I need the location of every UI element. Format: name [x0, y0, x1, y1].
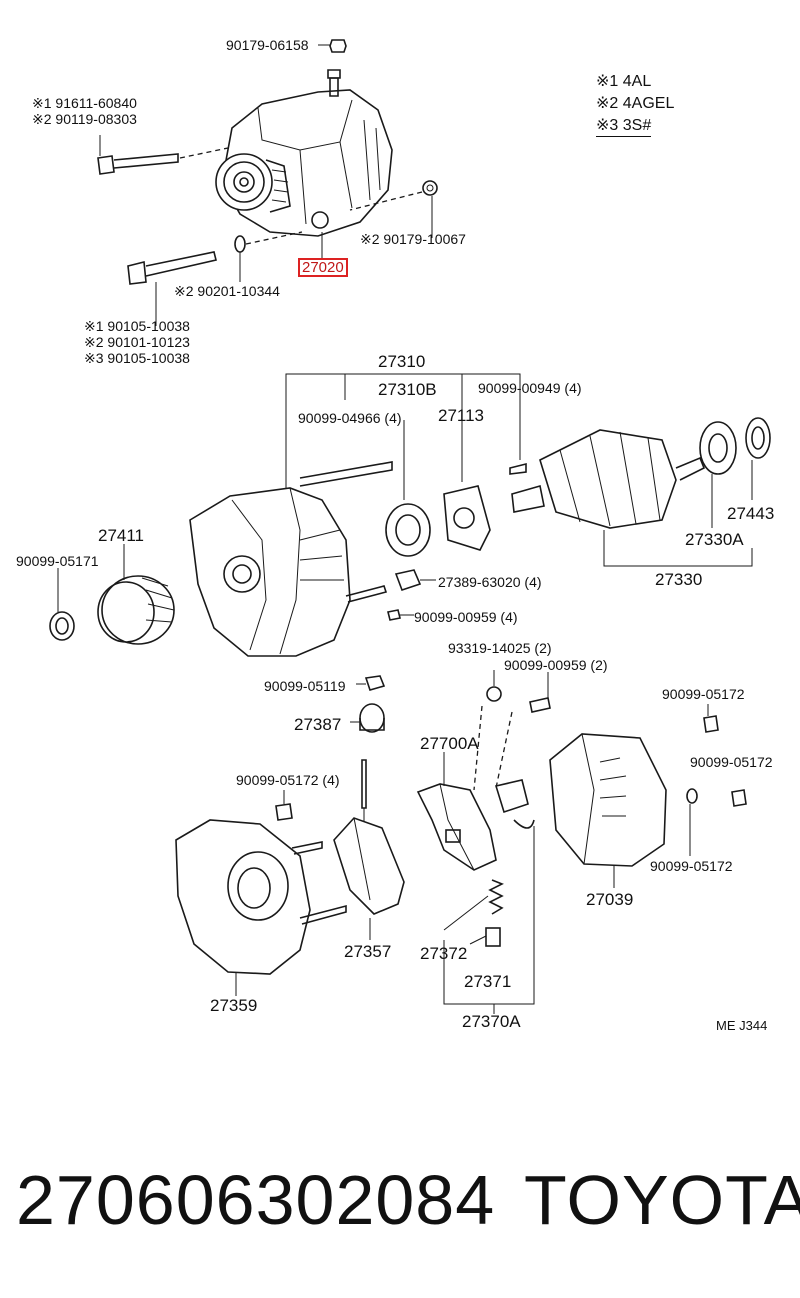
label-bolt-a1: ※1 91611-60840: [32, 95, 137, 111]
label-27357: 27357: [344, 942, 392, 961]
label-27387: 27387: [294, 715, 342, 734]
diagram-code: ME J344: [716, 1018, 768, 1033]
label-27310b: 27310B: [378, 380, 437, 399]
label-27359: 27359: [210, 996, 258, 1015]
label-27389-63020: 27389-63020 (4): [438, 574, 542, 590]
rotor-section-drawing: [49, 373, 771, 657]
label-27330a: 27330A: [685, 530, 744, 549]
label-27443: 27443: [727, 504, 775, 523]
label-90099-00959-4: 90099-00959 (4): [414, 609, 518, 625]
label-90099-05172-c: 90099-05172: [650, 858, 733, 874]
alternator-assembly-drawing: [215, 69, 393, 237]
label-90099-05172-a: 90099-05172: [662, 686, 745, 702]
label-90099-00949: 90099-00949 (4): [478, 380, 582, 396]
label-90099-05172-4: 90099-05172 (4): [236, 772, 340, 788]
label-nut-right: ※2 90179-10067: [360, 231, 466, 247]
label-27039: 27039: [586, 890, 634, 909]
label-27310: 27310: [378, 352, 426, 371]
label-27372: 27372: [420, 944, 468, 963]
rear-section-drawing: [175, 670, 747, 1014]
label-washer: ※2 90201-10344: [174, 283, 280, 299]
label-27330: 27330: [655, 570, 703, 589]
label-27113: 27113: [438, 406, 485, 425]
part-number-text: 270606302084: [16, 1161, 496, 1239]
top-fasteners-drawing: [97, 39, 438, 326]
label-93319-14025: 93319-14025 (2): [448, 640, 552, 656]
label-90099-05171: 90099-05171: [16, 553, 99, 569]
label-27371: 27371: [464, 972, 512, 991]
label-27700a: 27700A: [420, 734, 479, 753]
legend-item-1: ※1 4AL: [596, 73, 652, 90]
label-bolt-b3: ※3 90105-10038: [84, 350, 190, 366]
label-bolt-a2: ※2 90119-08303: [32, 111, 137, 127]
label-90179-06158: 90179-06158: [226, 37, 309, 53]
label-bolt-b1: ※1 90105-10038: [84, 318, 190, 334]
brand-name-text: TOYOTA: [524, 1161, 800, 1239]
label-27370a: 27370A: [462, 1012, 521, 1031]
label-27411: 27411: [98, 526, 145, 545]
label-bolt-b2: ※2 90101-10123: [84, 334, 190, 350]
legend-item-2: ※2 4AGEL: [596, 95, 675, 112]
highlighted-part-27020[interactable]: 27020: [298, 258, 348, 277]
label-90099-04966: 90099-04966 (4): [298, 410, 402, 426]
label-90099-05172-b: 90099-05172: [690, 754, 773, 770]
legend-item-3: ※3 3S#: [596, 118, 652, 137]
label-90099-05119: 90099-05119: [264, 678, 346, 694]
label-90099-00959-2: 90099-00959 (2): [504, 657, 608, 673]
